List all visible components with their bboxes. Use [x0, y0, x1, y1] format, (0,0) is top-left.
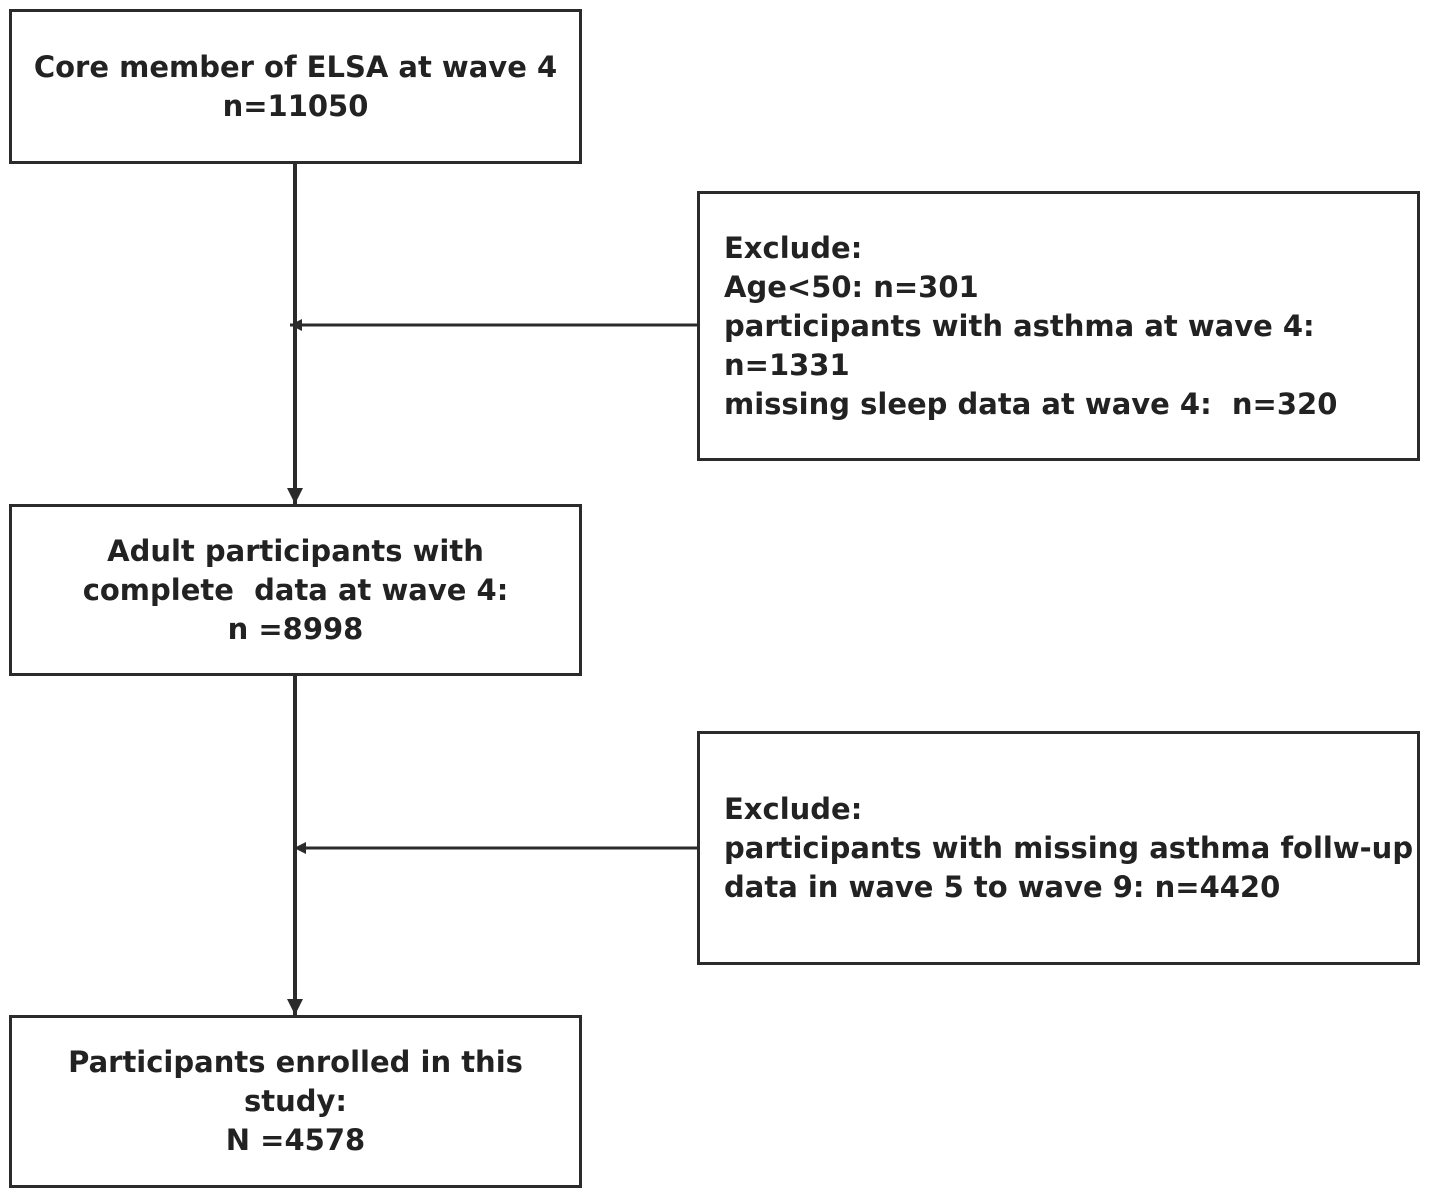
exclusion-followup-2: data in wave 5 to wave 9: n=4420 — [724, 869, 1281, 904]
complete-data-count: n =8998 — [227, 611, 364, 646]
initial-cohort-count: n=11050 — [222, 88, 369, 123]
exclusion-followup-1: participants with missing asthma follw-u… — [724, 830, 1414, 865]
final-cohort-count: N =4578 — [225, 1123, 366, 1157]
exclusion-asthma: participants with asthma at wave 4: — [724, 308, 1315, 343]
exclusion-sleep: missing sleep data at wave 4: n=320 — [724, 386, 1338, 421]
exclusion-age: Age<50: n=301 — [724, 269, 979, 304]
exclusion-asthma-count: n=1331 — [724, 347, 850, 382]
initial-cohort-label: Core member of ELSA at wave 4 — [33, 49, 558, 84]
final-cohort-label-2: study: — [243, 1084, 348, 1118]
exclusion-heading: Exclude: — [724, 791, 863, 826]
exclusion-box-followup: Exclude: participants with missing asthm… — [697, 731, 1420, 965]
final-cohort-box: Participants enrolled in this study: N =… — [9, 1015, 582, 1188]
complete-data-label-1: Adult participants with — [107, 533, 484, 568]
complete-data-box: Adult participants with complete data at… — [9, 504, 582, 676]
exclusion-heading: Exclude: — [724, 230, 863, 265]
exclusion-box-wave4: Exclude: Age<50: n=301 participants with… — [697, 191, 1420, 461]
final-cohort-label-1: Participants enrolled in this — [68, 1045, 523, 1079]
initial-cohort-box: Core member of ELSA at wave 4 n=11050 — [9, 9, 582, 164]
complete-data-label-2: complete data at wave 4: — [82, 572, 509, 607]
